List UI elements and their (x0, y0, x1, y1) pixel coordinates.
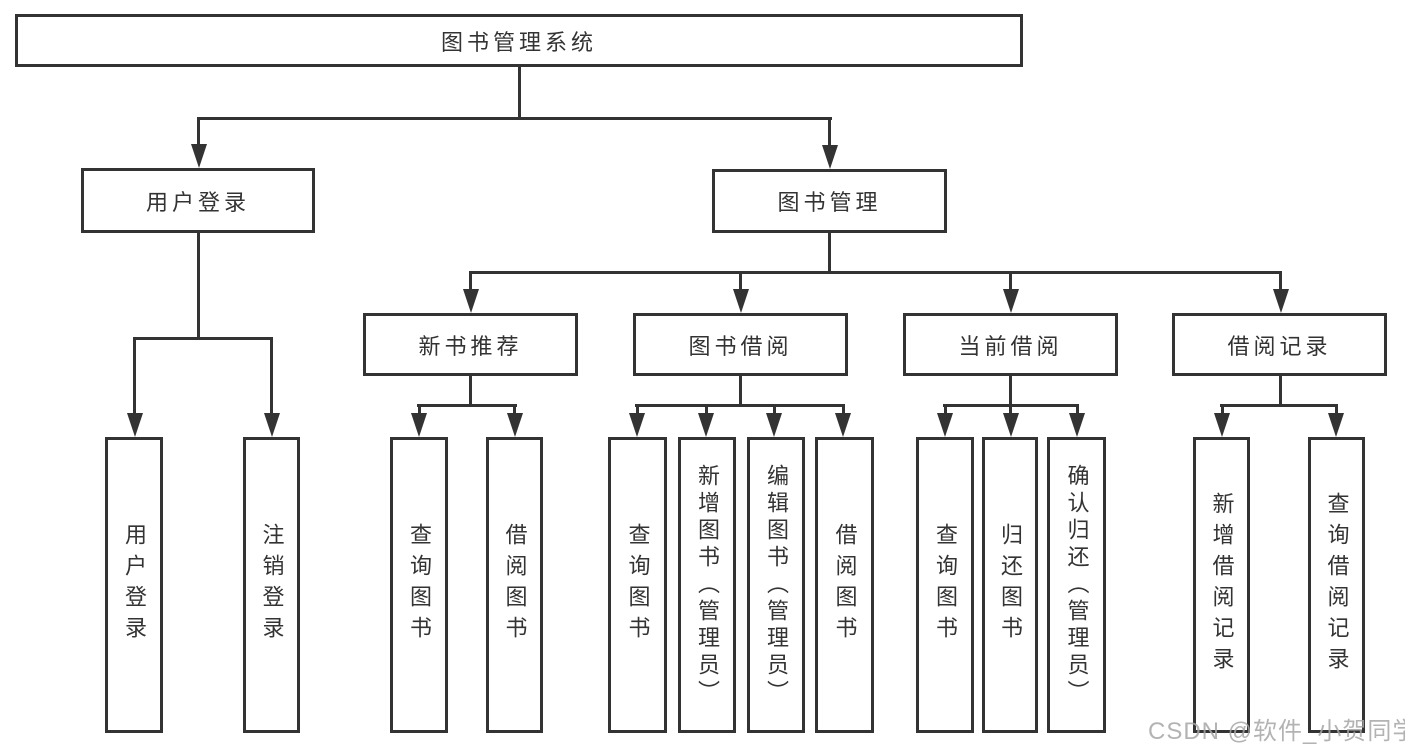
node-label: 用户登录 (122, 523, 147, 647)
arrow-down-icon (1272, 289, 1289, 313)
connector-line (841, 404, 845, 416)
node-label: 查询借阅记录 (1324, 492, 1350, 678)
node-label: 新书推荐 (418, 333, 523, 359)
node-current-borrowing: 当前借阅 (903, 313, 1118, 376)
connector-line (828, 117, 831, 147)
connector-line (197, 117, 200, 147)
node-label: 图书管理 (777, 190, 882, 215)
arrow-down-icon (263, 413, 280, 437)
node-book-management: 图书管理 (712, 169, 947, 233)
leaf-user-login: 用户登录 (105, 437, 163, 733)
connector-line (469, 271, 1282, 274)
leaf-borrow-books-borrow: 借阅图书 (815, 437, 874, 733)
connector-line (469, 271, 472, 292)
connector-line (1279, 271, 1282, 292)
connector-line (739, 376, 742, 407)
connector-line (1220, 404, 1338, 407)
arrow-down-icon (411, 413, 427, 437)
connector-line (197, 117, 832, 120)
node-book-borrowing: 图书借阅 (633, 313, 848, 376)
node-label: 确认归还（管理员） (1064, 463, 1090, 707)
leaf-borrow-books-recommend: 借阅图书 (486, 437, 543, 733)
leaf-add-books-admin: 新增图书（管理员） (678, 437, 736, 733)
arrow-down-icon (698, 413, 714, 437)
node-label: 注销登录 (259, 523, 285, 647)
arrow-down-icon (821, 145, 838, 169)
node-label: 新增图书（管理员） (695, 463, 720, 707)
node-label: 借阅图书 (502, 523, 528, 647)
node-library-management-system: 图书管理系统 (15, 14, 1023, 67)
connector-line (943, 404, 1079, 407)
leaf-add-borrow-record: 新增借阅记录 (1193, 437, 1250, 733)
arrow-down-icon (1328, 413, 1344, 437)
arrow-down-icon (766, 413, 782, 437)
connector-line (469, 376, 472, 407)
node-borrowing-records: 借阅记录 (1172, 313, 1387, 376)
node-label: 当前借阅 (958, 333, 1063, 359)
arrow-down-icon (629, 413, 645, 437)
arrow-down-icon (1002, 413, 1019, 437)
connector-line (943, 404, 947, 416)
connector-line (270, 337, 273, 415)
node-label: 编辑图书（管理员） (764, 463, 789, 707)
leaf-query-borrow-record: 查询借阅记录 (1308, 437, 1365, 733)
leaf-query-books-recommend: 查询图书 (390, 437, 448, 733)
leaf-query-books-borrow: 查询图书 (608, 437, 667, 733)
node-label: 归还图书 (998, 523, 1023, 647)
connector-line (133, 337, 136, 415)
arrow-down-icon (126, 413, 143, 437)
connector-line (133, 337, 273, 340)
node-new-book-recommendation: 新书推荐 (363, 313, 578, 376)
leaf-query-books-current: 查询图书 (916, 437, 974, 733)
connector-line (1334, 404, 1338, 416)
connector-line (1009, 376, 1012, 407)
arrow-down-icon (937, 413, 953, 437)
connector-line (704, 404, 708, 416)
arrow-down-icon (462, 289, 479, 313)
connector-line (635, 404, 639, 416)
connector-line (1009, 404, 1012, 416)
node-label: 查询图书 (933, 523, 958, 647)
connector-line (513, 404, 516, 416)
leaf-confirm-return-admin: 确认归还（管理员） (1047, 437, 1106, 733)
connector-line (1009, 271, 1012, 292)
node-label: 查询图书 (625, 523, 651, 647)
connector-line (739, 271, 742, 292)
connector-line (1279, 376, 1282, 407)
node-label: 新增借阅记录 (1209, 492, 1235, 678)
arrow-down-icon (506, 413, 523, 437)
node-user-login: 用户登录 (81, 168, 315, 233)
connector-line (828, 233, 831, 273)
node-label: 借阅记录 (1227, 333, 1332, 359)
node-label: 查询图书 (407, 523, 432, 647)
watermark: CSDN @软件_小贺同学 (1148, 718, 1405, 745)
arrow-down-icon (1214, 413, 1230, 437)
connector-line (197, 233, 200, 339)
connector-line (518, 67, 521, 119)
node-label: 借阅图书 (832, 523, 858, 647)
connector-line (772, 404, 776, 416)
leaf-return-books: 归还图书 (982, 437, 1038, 733)
leaf-logout-login: 注销登录 (243, 437, 300, 733)
connector-line (417, 404, 517, 407)
connector-line (1220, 404, 1224, 416)
arrow-down-icon (1002, 289, 1019, 313)
node-label: 图书借阅 (688, 333, 793, 359)
node-label: 用户登录 (145, 189, 250, 215)
node-label: 图书管理系统 (440, 29, 597, 55)
connector-line (1075, 404, 1079, 416)
arrow-down-icon (1069, 413, 1085, 437)
connector-line (417, 404, 421, 416)
arrow-down-icon (732, 289, 749, 313)
arrow-down-icon (190, 144, 207, 168)
arrow-down-icon (835, 413, 851, 437)
leaf-edit-books-admin: 编辑图书（管理员） (747, 437, 805, 733)
connector-line (635, 404, 845, 407)
